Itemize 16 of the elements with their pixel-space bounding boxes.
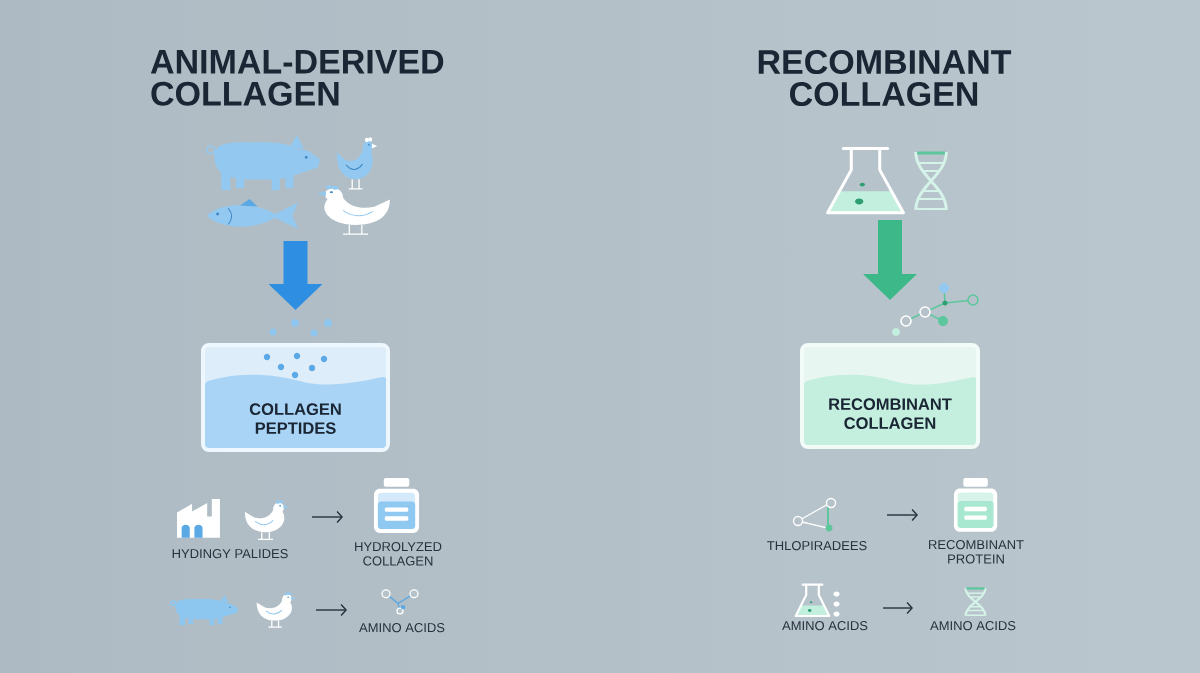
node-label: AMINO ACIDS (930, 621, 1016, 631)
beaker-container: COLLAGEN PEPTIDES (201, 343, 390, 452)
arrow (311, 510, 343, 524)
arrow (882, 601, 913, 615)
node-label: HYDROLYZED COLLAGEN (355, 542, 442, 566)
block-arrow (863, 220, 917, 300)
node-label: THLOPIRADEES (767, 541, 867, 551)
block-arrow (268, 241, 323, 310)
node-label: AMINO ACIDS (782, 621, 868, 631)
node-label: HYDINGY PALIDES (172, 549, 288, 559)
node-label: RECOMBINANT PROTEIN (929, 540, 1024, 564)
arrow (886, 508, 918, 522)
beaker-container: RECOMBINANT COLLAGEN (800, 343, 980, 449)
heading: RECOMBINANT COLLAGEN (758, 50, 1012, 107)
arrow (315, 603, 347, 617)
node-label: AMINO ACIDS (359, 623, 445, 633)
